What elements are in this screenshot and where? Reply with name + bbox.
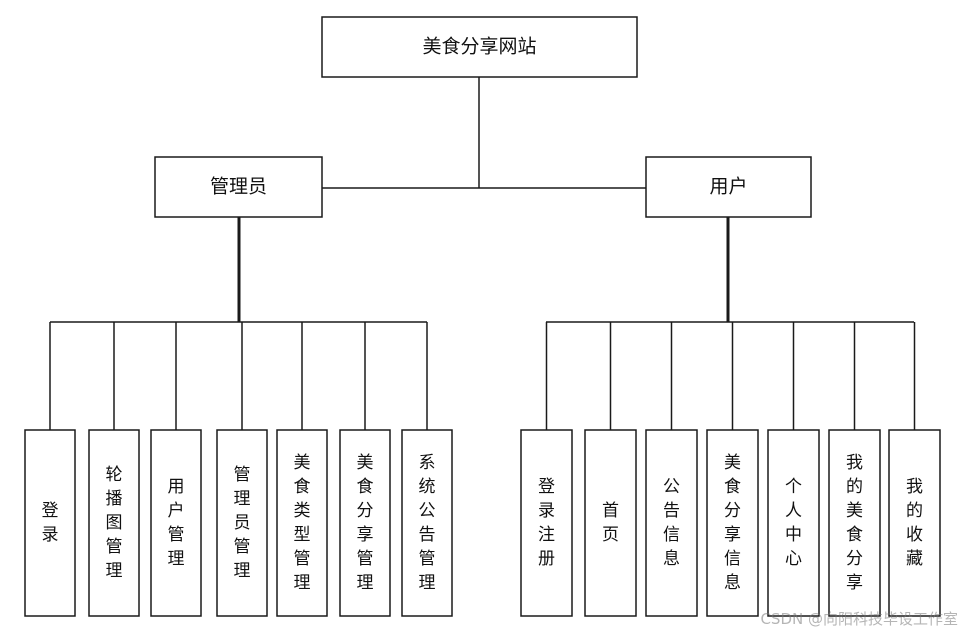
child-label-admin-4: 美食类型管理 xyxy=(294,453,311,593)
branch-user: 用户 登录注册 首页 公告信息 美食分享信息 个人中心 我的美食分享 我的收藏 xyxy=(520,156,941,617)
child-label-user-1: 首页 xyxy=(602,501,619,545)
root-node: 美食分享网站 xyxy=(321,16,638,78)
child-label-admin-0: 登录 xyxy=(42,501,59,545)
child-label-user-6: 我的收藏 xyxy=(906,477,923,569)
csdn-watermark: CSDN @向阳科技毕设工作室 xyxy=(760,610,958,628)
root-connectors xyxy=(322,77,646,189)
user-children: 登录注册 首页 公告信息 美食分享信息 个人中心 我的美食分享 我的收藏 xyxy=(520,322,941,617)
child-label-admin-2: 用户管理 xyxy=(168,477,185,569)
child-label-user-2: 公告信息 xyxy=(663,477,680,569)
child-label-user-4: 个人中心 xyxy=(785,477,802,569)
child-label-user-3: 美食分享信息 xyxy=(724,453,741,593)
child-label-admin-3: 管理员管理 xyxy=(234,465,251,581)
child-label-admin-1: 轮播图管理 xyxy=(106,465,123,581)
child-box-user-3 xyxy=(706,429,759,617)
child-box-admin-4 xyxy=(276,429,328,617)
child-box-admin-1 xyxy=(88,429,140,617)
branch-admin-label: 管理员 xyxy=(210,176,267,198)
child-label-user-0: 登录注册 xyxy=(538,477,555,569)
child-box-user-2 xyxy=(645,429,698,617)
child-box-user-1 xyxy=(584,429,637,617)
child-box-user-4 xyxy=(767,429,820,617)
branch-admin: 管理员 登录 轮播图管理 用户管理 管理员管理 美食类型管理 美食分享管理 系统公告管理 xyxy=(24,156,453,617)
child-box-user-5 xyxy=(828,429,881,617)
root-label: 美食分享网站 xyxy=(422,36,536,58)
child-box-admin-3 xyxy=(216,429,268,617)
child-box-user-0 xyxy=(520,429,573,617)
child-box-user-6 xyxy=(888,429,941,617)
child-box-admin-5 xyxy=(339,429,391,617)
child-box-admin-6 xyxy=(401,429,453,617)
admin-children: 登录 轮播图管理 用户管理 管理员管理 美食类型管理 美食分享管理 系统公告管理 xyxy=(24,322,453,617)
child-label-admin-6: 系统公告管理 xyxy=(419,453,436,593)
child-label-admin-5: 美食分享管理 xyxy=(357,453,374,593)
child-label-user-5: 我的美食分享 xyxy=(846,453,863,593)
child-box-admin-0 xyxy=(24,429,76,617)
child-box-admin-2 xyxy=(150,429,202,617)
branch-user-label: 用户 xyxy=(709,176,747,198)
